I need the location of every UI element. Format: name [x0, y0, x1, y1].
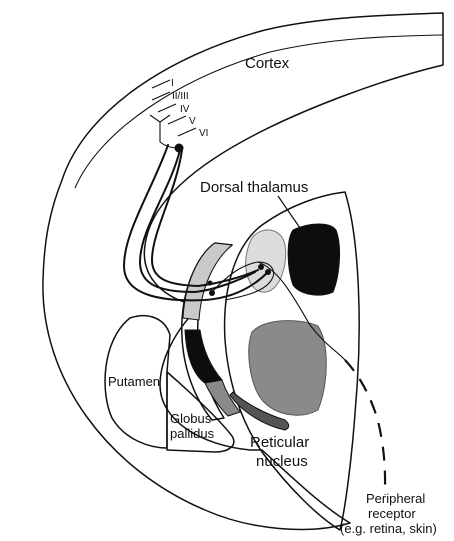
globus-pallidus-label-line2: pallidus — [170, 426, 215, 441]
layer-i-tick — [152, 80, 170, 88]
dendrite-left — [150, 115, 160, 122]
peripheral-receptor-label-line3: (e.g. retina, skin) — [340, 521, 437, 536]
layer-v-label: V — [189, 116, 196, 127]
peripheral-receptor-label-line1: Peripheral — [366, 491, 425, 506]
layer-vi-tick — [178, 128, 196, 136]
dorsal-thalamus-label: Dorsal thalamus — [200, 179, 308, 196]
layer-ii-iii-label: II/III — [172, 91, 189, 102]
layer-iv-tick — [158, 104, 176, 112]
thalamus-gray-nucleus — [249, 321, 326, 416]
neuron-soma — [175, 144, 184, 153]
thalamus-dark-nucleus — [288, 224, 339, 295]
reticular-nucleus-label-line2: nucleus — [256, 453, 308, 470]
globus-pallidus-label-line1: Globus — [170, 411, 212, 426]
dendrite-right — [160, 115, 170, 122]
thalamus-light-nucleus — [246, 230, 286, 292]
reticular-dark-section — [185, 330, 222, 383]
layer-i-label: I — [171, 78, 174, 89]
peripheral-receptor-label-line2: receptor — [368, 506, 416, 521]
layer-iv-label: IV — [180, 104, 190, 115]
peripheral-afferent — [345, 360, 385, 495]
cortex-label: Cortex — [245, 55, 290, 72]
reticular-nucleus-label-line1: Reticular — [250, 434, 309, 451]
layer-v-tick — [168, 116, 186, 124]
layer-vi-label: VI — [199, 128, 208, 139]
putamen-label: Putamen — [108, 374, 160, 389]
